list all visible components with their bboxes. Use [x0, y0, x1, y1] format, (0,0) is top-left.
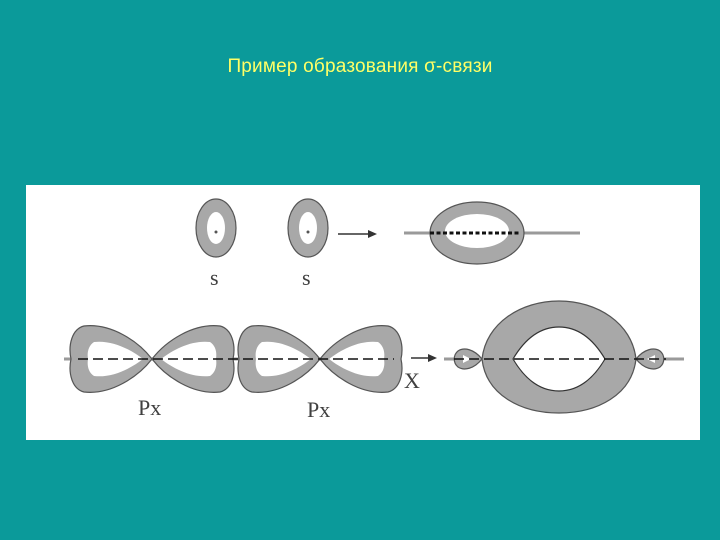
px-orbital-right-label: Px	[307, 397, 330, 422]
slide-title: Пример образования σ-связи	[227, 56, 493, 77]
s-orbital-left	[195, 198, 237, 258]
right-arrow-icon	[338, 230, 377, 238]
s-orbital-right	[287, 198, 329, 258]
p-p-sigma-bond	[444, 300, 684, 414]
s-orbital-right-label: s	[302, 265, 311, 290]
diagram-canvas: s s Px	[64, 198, 684, 422]
axis-x-label: X	[404, 368, 420, 393]
px-orbital-left-label: Px	[138, 395, 161, 420]
right-arrow-icon	[411, 354, 437, 362]
s-orbital-left-label: s	[210, 265, 219, 290]
sigma-bond-diagram: s s Px	[26, 185, 700, 440]
s-s-sigma-bond	[404, 201, 580, 265]
